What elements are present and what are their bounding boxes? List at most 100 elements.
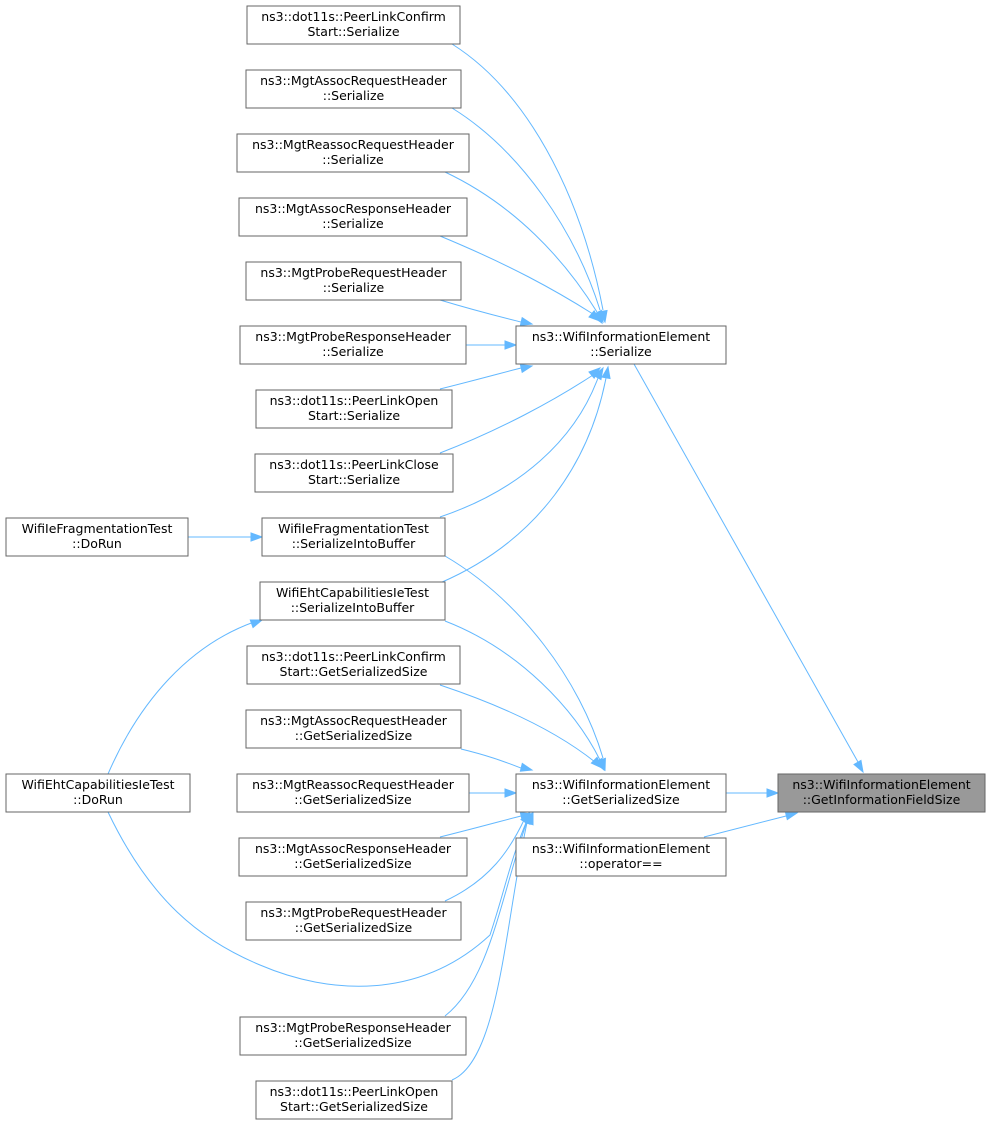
node-mareq-serialize[interactable]: ns3::MgtAssocRequestHeader::Serialize bbox=[245, 69, 462, 109]
edge-line bbox=[439, 235, 594, 315]
node-label-line: ::Serialize bbox=[322, 344, 384, 359]
arrowhead-icon bbox=[593, 366, 604, 381]
arrowhead-icon bbox=[524, 811, 534, 826]
node-plo-gss[interactable]: ns3::dot11s::PeerLinkOpenStart::GetSeria… bbox=[255, 1080, 453, 1120]
edge-line bbox=[444, 817, 526, 902]
node-box bbox=[245, 709, 462, 749]
node-label-line: Start::GetSerializedSize bbox=[280, 1099, 428, 1114]
node-maresp-serialize[interactable]: ns3::MgtAssocResponseHeader::Serialize bbox=[238, 197, 468, 237]
edge-mpreq_serialize-to-wie_serialize bbox=[439, 299, 534, 327]
nodes-layer: ns3::dot11s::PeerLinkConfirmStart::Seria… bbox=[5, 5, 986, 1120]
edge-line bbox=[439, 374, 594, 454]
edge-line bbox=[439, 684, 596, 763]
node-label-line: ::operator== bbox=[579, 856, 662, 871]
node-mpresp-serialize[interactable]: ns3::MgtProbeResponseHeader::Serialize bbox=[239, 325, 467, 365]
edge-frag_sib-to-wie_serialize bbox=[439, 366, 604, 518]
edge-line bbox=[439, 377, 599, 518]
node-label-line: ::DoRun bbox=[73, 792, 123, 807]
node-label-line: ::Serialize bbox=[322, 216, 384, 231]
node-get-information-field-size[interactable]: ns3::WifiInformationElement::GetInformat… bbox=[777, 773, 986, 813]
edge-line bbox=[439, 299, 522, 323]
arrowhead-icon bbox=[519, 762, 534, 772]
node-eht-sib[interactable]: WifiEhtCapabilitiesIeTest::SerializeInto… bbox=[259, 581, 446, 621]
node-box bbox=[236, 133, 470, 173]
node-label-line: ::Serialize bbox=[323, 280, 385, 295]
node-box bbox=[5, 517, 189, 557]
edge-line bbox=[451, 107, 601, 311]
edge-maresp_serialize-to-wie_serialize bbox=[439, 235, 602, 322]
edge-line bbox=[107, 621, 255, 775]
node-label-line: ::DoRun bbox=[72, 536, 122, 551]
edge-wie_gss-to-get_information_field_size bbox=[726, 788, 780, 798]
edge-mareq_gss-to-wie_gss bbox=[460, 748, 534, 772]
node-label-line: ::GetSerializedSize bbox=[294, 856, 412, 871]
node-wie-operator-eq[interactable]: ns3::WifiInformationElement::operator== bbox=[515, 837, 727, 877]
node-mrareq-gss[interactable]: ns3::MgtReassocRequestHeader::GetSeriali… bbox=[236, 773, 470, 813]
node-plc-serialize[interactable]: ns3::dot11s::PeerLinkConfirmStart::Seria… bbox=[246, 5, 461, 45]
node-box bbox=[254, 453, 454, 493]
arrowhead-icon bbox=[250, 532, 264, 542]
node-label-line: ns3::MgtProbeRequestHeader bbox=[260, 905, 447, 920]
node-maresp-gss[interactable]: ns3::MgtAssocResponseHeader::GetSerializ… bbox=[238, 837, 468, 877]
arrowhead-icon bbox=[853, 759, 864, 774]
edge-line bbox=[703, 814, 791, 838]
node-mpreq-serialize[interactable]: ns3::MgtProbeRequestHeader::Serialize bbox=[245, 261, 462, 301]
edge-line bbox=[460, 748, 522, 769]
node-label-line: ::GetInformationFieldSize bbox=[803, 792, 961, 807]
arrowhead-icon bbox=[504, 788, 518, 798]
edge-line bbox=[633, 363, 859, 763]
node-label-line: ::GetSerializedSize bbox=[295, 920, 413, 935]
node-label-line: ::SerializeIntoBuffer bbox=[291, 600, 415, 615]
arrowhead-icon bbox=[766, 788, 780, 798]
node-plcl-serialize[interactable]: ns3::dot11s::PeerLinkCloseStart::Seriali… bbox=[254, 453, 454, 493]
node-box bbox=[238, 837, 468, 877]
arrowhead-icon bbox=[249, 619, 264, 629]
node-box bbox=[239, 1016, 467, 1056]
node-label-line: ns3::dot11s::PeerLinkConfirm bbox=[261, 9, 446, 24]
edge-line bbox=[444, 555, 604, 759]
node-label-line: ns3::WifiInformationElement bbox=[792, 777, 970, 792]
edge-eht_sib-to-wie_serialize bbox=[439, 365, 611, 584]
node-label-line: ::GetSerializedSize bbox=[294, 1035, 412, 1050]
node-label-line: ns3::dot11s::PeerLinkConfirm bbox=[261, 649, 446, 664]
node-box bbox=[246, 5, 461, 45]
edge-eht_sib-to-wie_gss bbox=[444, 620, 605, 772]
edges-layer bbox=[107, 43, 864, 1081]
node-box bbox=[245, 261, 462, 301]
edge-line bbox=[107, 811, 529, 987]
node-label-line: ns3::MgtProbeRequestHeader bbox=[260, 265, 447, 280]
node-label-line: ::Serialize bbox=[322, 152, 384, 167]
arrowhead-icon bbox=[601, 365, 611, 380]
node-label-line: ns3::MgtProbeResponseHeader bbox=[255, 1020, 451, 1035]
node-mpresp-gss[interactable]: ns3::MgtProbeResponseHeader::GetSerializ… bbox=[239, 1016, 467, 1056]
node-frag-dorun[interactable]: WifiIeFragmentationTest::DoRun bbox=[5, 517, 189, 557]
node-wie-gss[interactable]: ns3::WifiInformationElement::GetSerializ… bbox=[515, 773, 727, 813]
node-label-line: ns3::MgtReassocRequestHeader bbox=[252, 777, 455, 792]
node-box bbox=[515, 773, 727, 813]
node-label-line: ns3::MgtAssocResponseHeader bbox=[255, 201, 452, 216]
node-plo-serialize[interactable]: ns3::dot11s::PeerLinkOpenStart::Serializ… bbox=[255, 389, 453, 429]
node-plc-gss[interactable]: ns3::dot11s::PeerLinkConfirmStart::GetSe… bbox=[246, 645, 461, 685]
node-label-line: Start::Serialize bbox=[307, 24, 399, 39]
node-wie-serialize[interactable]: ns3::WifiInformationElement::Serialize bbox=[515, 325, 727, 365]
edge-mpresp_serialize-to-wie_serialize bbox=[466, 340, 518, 350]
edge-plo_serialize-to-wie_serialize bbox=[439, 363, 534, 390]
node-label-line: ::Serialize bbox=[323, 88, 385, 103]
node-label-line: ns3::dot11s::PeerLinkOpen bbox=[270, 1084, 439, 1099]
edge-plcl_serialize-to-wie_serialize bbox=[439, 367, 602, 454]
node-mrareq-serialize[interactable]: ns3::MgtReassocRequestHeader::Serialize bbox=[236, 133, 470, 173]
node-box bbox=[777, 773, 986, 813]
node-eht-dorun[interactable]: WifiEhtCapabilitiesIeTest::DoRun bbox=[5, 773, 191, 813]
arrowhead-icon bbox=[588, 309, 602, 322]
node-box bbox=[261, 517, 446, 557]
node-label-line: ::Serialize bbox=[590, 344, 652, 359]
edge-mrareq_gss-to-wie_gss bbox=[469, 788, 518, 798]
node-label-line: ns3::WifiInformationElement bbox=[532, 777, 710, 792]
node-box bbox=[239, 325, 467, 365]
node-mareq-gss[interactable]: ns3::MgtAssocRequestHeader::GetSerialize… bbox=[245, 709, 462, 749]
node-frag-sib[interactable]: WifiIeFragmentationTest::SerializeIntoBu… bbox=[261, 517, 446, 557]
edge-line bbox=[439, 377, 607, 584]
node-mpreq-gss[interactable]: ns3::MgtProbeRequestHeader::GetSerialize… bbox=[245, 901, 462, 941]
node-label-line: ::GetSerializedSize bbox=[294, 792, 412, 807]
edge-frag_sib-to-wie_gss bbox=[444, 555, 606, 772]
